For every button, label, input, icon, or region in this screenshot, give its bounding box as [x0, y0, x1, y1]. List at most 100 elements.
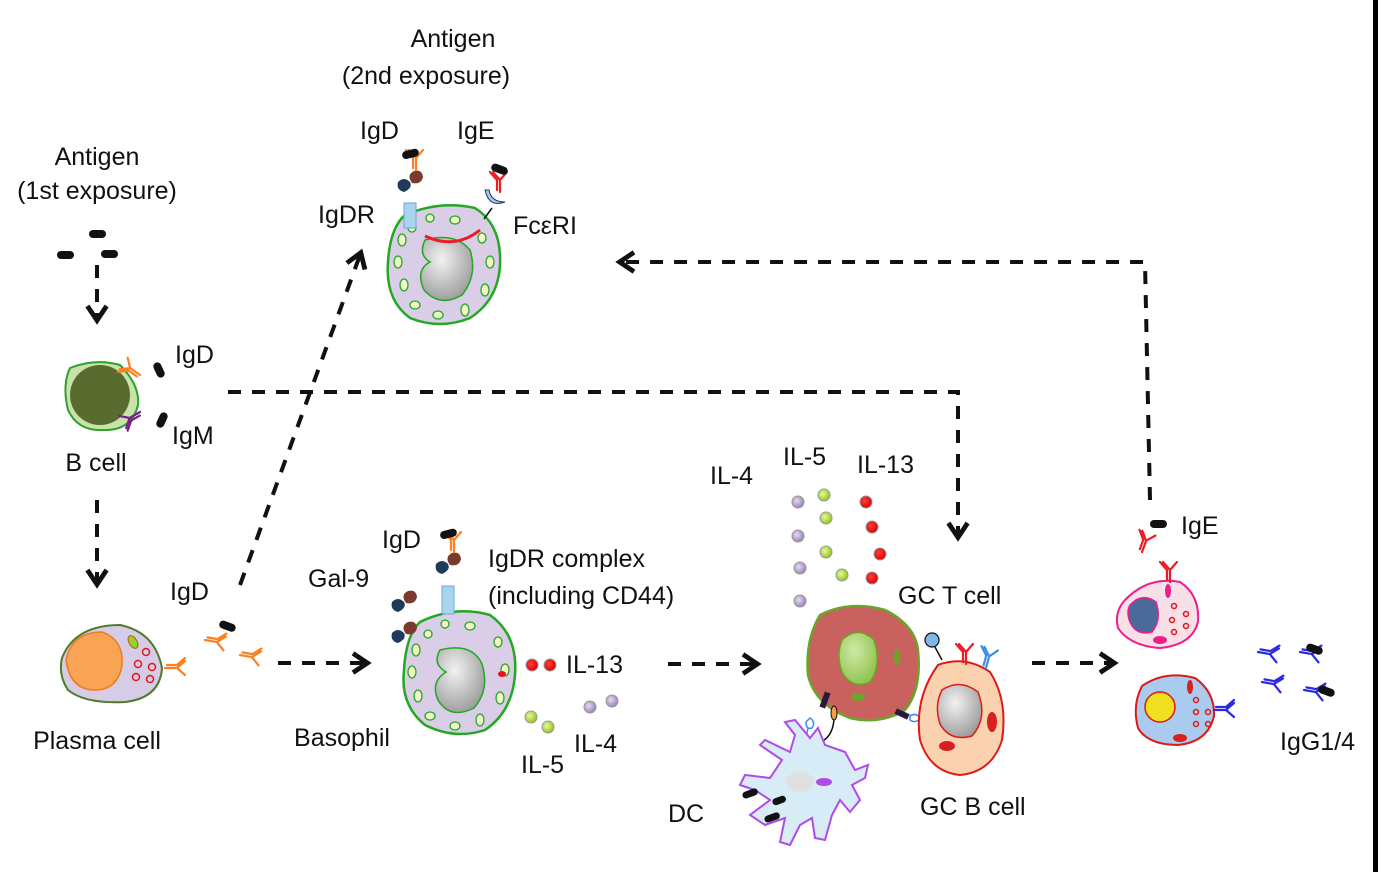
- antigen-icon: [1306, 643, 1323, 655]
- arrow-ige-to-activated-basophil: [615, 250, 1152, 501]
- gc-il5-label: IL-5: [783, 443, 826, 471]
- dendritic-cell: DC: [668, 718, 870, 847]
- igg-plasma-organelle: [1173, 734, 1187, 742]
- tcr-receptor-icon: [924, 632, 940, 648]
- ige-plasma-nucleus: [1127, 596, 1159, 634]
- il13-dot: [525, 658, 539, 672]
- dc-organelle: [816, 778, 832, 786]
- igg-plasma-cell: IgG1/4: [1134, 641, 1355, 756]
- tcr-stalk: [934, 646, 943, 661]
- antigen-icon: [156, 412, 168, 428]
- il13-dot: [873, 547, 887, 561]
- gc-b-cell-nucleus: [936, 683, 983, 739]
- basophil-label: Basophil: [294, 724, 390, 752]
- gal9-icon: [447, 552, 461, 566]
- gc-b-cell-organelle: [987, 712, 997, 732]
- top-igd-label: IgD: [360, 117, 399, 145]
- il4-dot: [583, 700, 597, 714]
- ige-plasma-organelle: [1153, 636, 1167, 644]
- il13-dot: [859, 495, 873, 509]
- top-igdr-label: IgDR: [318, 201, 375, 229]
- antigen-first-label-1: Antigen: [55, 143, 140, 171]
- plasma-igd-label: IgD: [170, 578, 209, 606]
- bas-il5-label: IL-5: [521, 751, 564, 779]
- gal9-icon: [409, 170, 423, 184]
- basophil-activated: Antigen (2nd exposure) IgD IgE IgDR FcεR…: [318, 25, 577, 326]
- il5-dot: [541, 720, 555, 734]
- antigen-icon: [57, 251, 74, 259]
- il4-dot: [605, 694, 619, 708]
- b-cell-igm-label: IgM: [172, 422, 214, 450]
- il5-dot: [817, 488, 831, 502]
- antigen-icon: [742, 788, 758, 799]
- antigen-icon: [772, 795, 786, 806]
- igdr-receptor-icon: [441, 585, 455, 615]
- igg-antibody-icon: [1255, 641, 1281, 664]
- antigen-icon: [1150, 520, 1167, 528]
- igg-antibody-icon: [1259, 671, 1285, 694]
- gc-t-cell-organelle: [851, 693, 865, 701]
- igdr-receptor-icon: [403, 202, 417, 229]
- dc-label: DC: [668, 800, 704, 828]
- il4-dot: [791, 495, 805, 509]
- top-fcer-label: FcεRI: [513, 212, 577, 240]
- gal9-icon: [391, 599, 405, 612]
- ige-antibody-icon: [1131, 528, 1157, 556]
- antigen-first-exposure: Antigen (1st exposure): [17, 143, 177, 259]
- antigen-icon: [101, 250, 118, 258]
- gal9-icon: [397, 179, 411, 192]
- b-cell-label: B cell: [65, 449, 126, 477]
- antigen-icon: [219, 620, 236, 632]
- gc-t-cell-nucleus: [838, 631, 878, 686]
- igg-antibody-icon: [1212, 698, 1236, 719]
- igg-plasma-organelle: [1187, 680, 1193, 694]
- antigen-first-label-2: (1st exposure): [17, 177, 177, 205]
- il13-dot: [865, 520, 879, 534]
- arrows: [85, 248, 1152, 676]
- il4-dot: [793, 594, 807, 608]
- igd-antibody-icon: [163, 656, 187, 677]
- ige-plasma-organelle: [1165, 584, 1171, 598]
- basophil-red-granule: [498, 671, 506, 677]
- igdr-complex-label-2: (including CD44): [488, 582, 674, 610]
- ige-plasma-granules: [1168, 602, 1190, 636]
- gc-il13-label: IL-13: [857, 451, 914, 479]
- plasma-cell-granules: [131, 647, 157, 684]
- gal9-icon: [403, 590, 417, 604]
- basophil-granules: [393, 213, 495, 320]
- gc-b-cell: GC B cell: [917, 642, 1026, 821]
- gc-b-cell-organelle: [939, 741, 955, 751]
- arrow-plasma-to-activated-basophil: [238, 248, 368, 586]
- antigen-icon: [89, 230, 106, 238]
- antigen-second-label-2: (2nd exposure): [342, 62, 510, 90]
- plasma-cell-label: Plasma cell: [33, 727, 161, 755]
- arrow-bcell-to-gct: [228, 390, 970, 542]
- antigen-icon: [153, 362, 165, 378]
- gc-b-cell-label: GC B cell: [920, 793, 1026, 821]
- basophil: Gal-9 IgD IgDR complex (including CD44) …: [294, 526, 674, 779]
- ige-antibody-icon: [1158, 560, 1179, 584]
- antigen-icon: [764, 812, 780, 823]
- igg-out-label: IgG1/4: [1280, 728, 1355, 756]
- ige-plasma-cell: IgE: [1115, 512, 1219, 650]
- cd28-receptor-icon: [894, 708, 921, 723]
- dc-tcell-receptors-icon: [805, 691, 838, 743]
- b-cell-igd-label: IgD: [175, 341, 214, 369]
- basophil-nucleus: [434, 647, 486, 714]
- ige-antibody-icon: [488, 170, 509, 194]
- basophil-nucleus: [419, 236, 474, 302]
- gal9-icon: [435, 561, 449, 574]
- antigen-icon: [491, 163, 508, 175]
- bas-il13-label: IL-13: [566, 651, 623, 679]
- plasma-cell-golgi: [127, 635, 139, 649]
- il5-dot: [819, 545, 833, 559]
- gal9-label: Gal-9: [308, 565, 369, 593]
- antigen-icon: [1318, 685, 1335, 697]
- edge-border: [1373, 0, 1378, 872]
- crosslink-signal: [424, 228, 481, 244]
- igdr-complex-label-1: IgDR complex: [488, 545, 645, 573]
- antigen-icon: [440, 528, 457, 540]
- fcer-stalk: [483, 207, 493, 220]
- ige-out-label: IgE: [1181, 512, 1219, 540]
